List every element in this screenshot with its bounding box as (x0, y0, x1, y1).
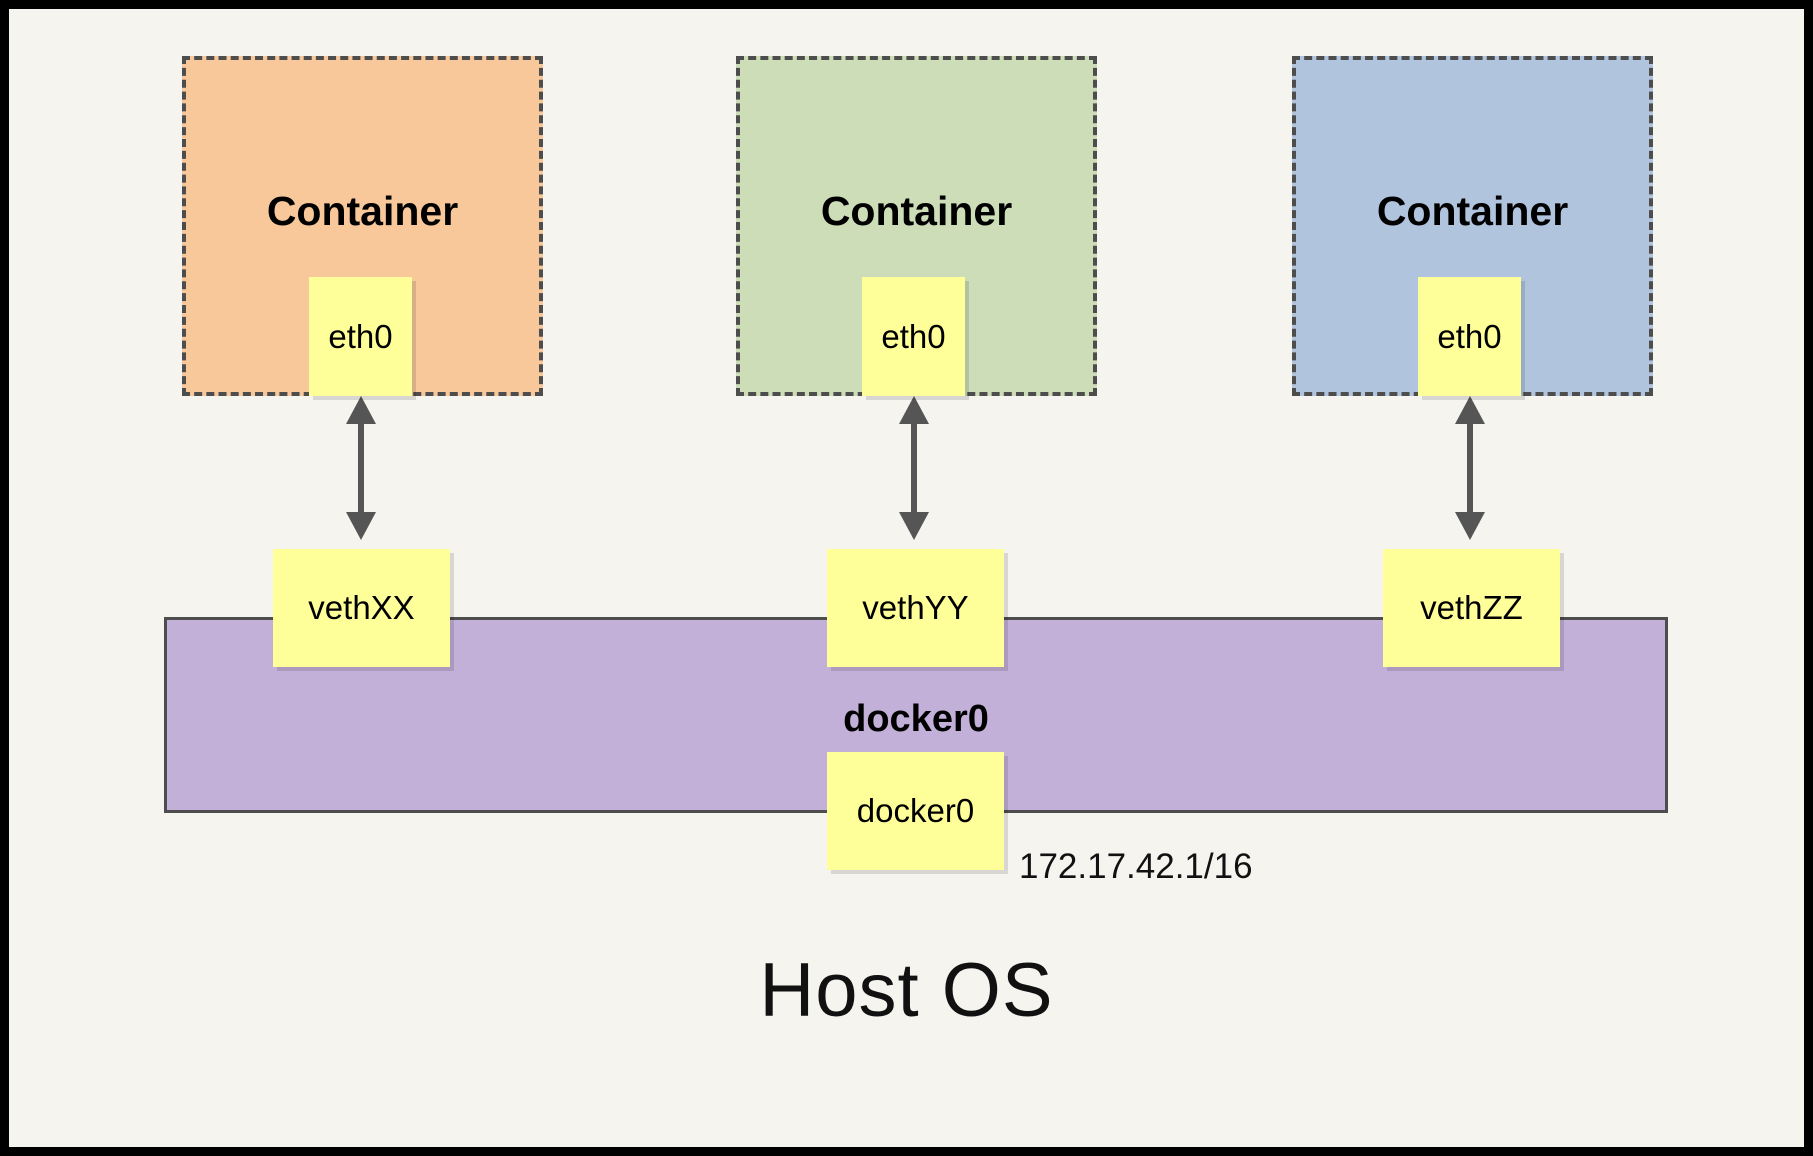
veth-box-3: vethZZ (1383, 549, 1560, 667)
container-eth0-label-3: eth0 (1437, 317, 1502, 355)
veth-link-arrow-1 (346, 396, 376, 540)
docker0-interface-label: docker0 (856, 792, 975, 829)
veth-link-arrow-3 (1455, 396, 1485, 540)
veth-link-arrow-2 (899, 396, 929, 540)
container-eth0-box-3: eth0 (1418, 277, 1521, 396)
container-label-3: Container (1376, 188, 1569, 234)
veth-label-2: vethYY (862, 589, 969, 626)
docker0-interface-box: docker0 (827, 752, 1004, 870)
container-label-1: Container (266, 188, 459, 234)
container-eth0-box-1: eth0 (309, 277, 412, 396)
docker0-ip-label: 172.17.42.1/16 (1019, 847, 1253, 886)
container-eth0-label-1: eth0 (328, 317, 393, 355)
veth-label-3: vethZZ (1420, 589, 1523, 626)
veth-box-2: vethYY (827, 549, 1004, 667)
host-os-region: Container eth0 Container eth0 Container … (9, 9, 1804, 1147)
host-os-label: Host OS (759, 948, 1054, 1033)
container-eth0-label-2: eth0 (881, 317, 946, 355)
container-eth0-box-2: eth0 (862, 277, 965, 396)
veth-label-1: vethXX (308, 589, 415, 626)
veth-box-1: vethXX (273, 549, 450, 667)
container-label-2: Container (820, 188, 1013, 234)
docker0-bridge-label: docker0 (843, 698, 989, 740)
